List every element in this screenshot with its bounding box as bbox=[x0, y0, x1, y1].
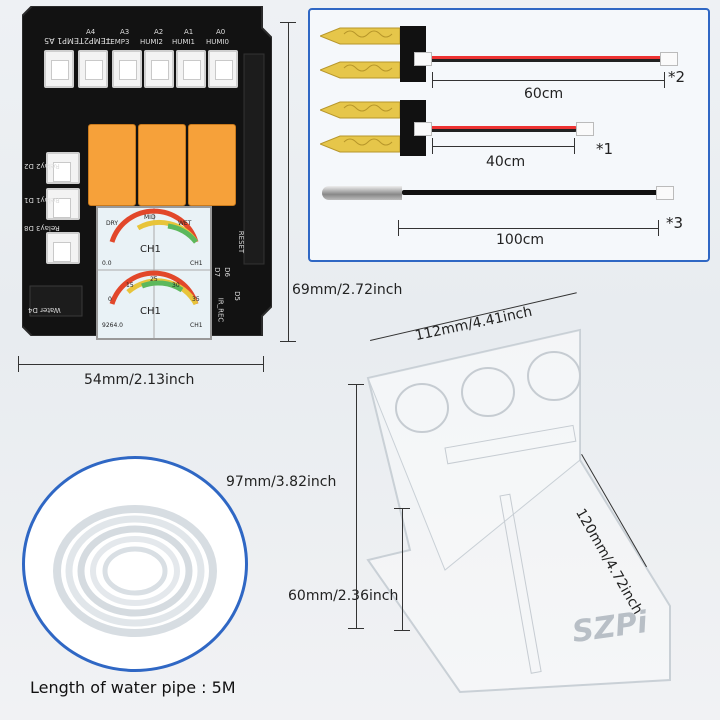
board-width-line bbox=[18, 364, 264, 365]
relay-connector bbox=[46, 188, 80, 220]
wire-plug bbox=[414, 52, 432, 66]
gauge2-tick: 15 bbox=[126, 282, 134, 289]
side-label: Relay2 D2 bbox=[24, 162, 60, 170]
sensor-panel: 60cm *2 40cm *1 100cm *3 bbox=[308, 8, 710, 262]
pin-label: IR_REC bbox=[216, 297, 225, 323]
wire-plug bbox=[660, 52, 678, 66]
reset-label: RESET bbox=[237, 230, 246, 254]
stand-height-line bbox=[356, 384, 357, 628]
sensor-connector bbox=[44, 50, 74, 88]
gauge1-left: DRY bbox=[106, 220, 119, 227]
pin-label: D5 bbox=[232, 291, 241, 301]
stand-lower-height-cap bbox=[394, 508, 410, 509]
cable-length-cap bbox=[398, 220, 399, 236]
temperature-probe-icon bbox=[322, 186, 402, 200]
relay-connector bbox=[46, 232, 80, 264]
gauge2-tick: 0 bbox=[108, 296, 112, 303]
stand-lower-height-label: 60mm/2.36inch bbox=[288, 588, 399, 604]
stand-height-label: 97mm/3.82inch bbox=[226, 474, 337, 490]
board-height-label: 69mm/2.72inch bbox=[292, 282, 403, 298]
cable-length-cap bbox=[432, 72, 433, 88]
board-height-line bbox=[288, 22, 289, 342]
gauge2-tick: 35 bbox=[192, 296, 200, 303]
sensor-connector bbox=[112, 50, 142, 88]
side-label: Relay3 D8 bbox=[24, 224, 60, 232]
gauge1-value: 0.0 bbox=[102, 260, 112, 267]
board-height-cap bbox=[280, 341, 296, 342]
gauge1-mid: MID bbox=[144, 214, 156, 221]
header-label: A0 bbox=[216, 28, 226, 36]
soil-probe-icon bbox=[320, 100, 426, 156]
relay-module bbox=[88, 124, 136, 206]
board-width-label: 54mm/2.13inch bbox=[84, 372, 195, 388]
board-width-cap bbox=[18, 356, 19, 372]
pipe-caption: Length of water pipe : 5M bbox=[30, 678, 236, 697]
header-label: A4 bbox=[86, 28, 96, 36]
side-label: Water D4 bbox=[28, 306, 61, 314]
header-label: A3 bbox=[120, 28, 130, 36]
gauge2-ch-small: CH1 bbox=[190, 322, 203, 329]
cable-length-cap bbox=[432, 138, 433, 154]
pin-label: D6 bbox=[222, 267, 231, 277]
relay-module bbox=[188, 124, 236, 206]
quantity-label: *2 bbox=[668, 68, 686, 86]
wire-red-black bbox=[428, 56, 668, 62]
sensor-connector bbox=[78, 50, 108, 88]
sensor-connector bbox=[176, 50, 206, 88]
gauge2-tick: 25 bbox=[150, 276, 158, 283]
cable-length-line bbox=[432, 146, 574, 147]
side-label: Relay1 D1 bbox=[24, 196, 60, 204]
relay-connector bbox=[46, 152, 80, 184]
water-pipe-photo bbox=[22, 456, 248, 672]
lcd-display: DRY MID WET CH1 0.0 CH1 0 15 25 30 35 CH… bbox=[96, 206, 212, 340]
gauge2-tick: 30 bbox=[172, 282, 180, 289]
gauge1-right: WET bbox=[178, 220, 192, 227]
arduino-shield-board: TEMP2TEMP1 A5 A4 A3 A2 A1 A0 TEMP3 HUMI2… bbox=[22, 6, 272, 340]
wire-plug bbox=[576, 122, 594, 136]
cable-length-label: 60cm bbox=[524, 86, 564, 102]
cable-length-line bbox=[432, 80, 664, 81]
gauge2-value: 9264.0 bbox=[102, 322, 123, 329]
pin-label: D7 bbox=[212, 267, 221, 277]
cable-length-label: 40cm bbox=[486, 154, 526, 170]
header-label: A2 bbox=[154, 28, 164, 36]
header-sub-label: HUMI1 bbox=[172, 38, 195, 46]
board-height-cap bbox=[280, 22, 296, 23]
wire-red-black bbox=[428, 126, 578, 132]
board-width-cap bbox=[263, 356, 264, 372]
quantity-label: *3 bbox=[666, 214, 684, 232]
cable-length-line bbox=[398, 228, 658, 229]
header-sub-label: HUMI0 bbox=[206, 38, 229, 46]
board-label-a5: TEMP2TEMP1 A5 bbox=[44, 36, 111, 45]
stand-height-cap bbox=[348, 628, 364, 629]
cable-length-cap bbox=[664, 72, 665, 88]
quantity-label: *1 bbox=[596, 140, 614, 158]
header-sub-label: TEMP3 bbox=[106, 38, 130, 46]
stand-height-cap bbox=[348, 384, 364, 385]
header-sub-label: HUMI2 bbox=[140, 38, 163, 46]
wire-plug bbox=[414, 122, 432, 136]
sensor-connector bbox=[208, 50, 238, 88]
cable-length-cap bbox=[658, 220, 659, 236]
stand-lower-height-line bbox=[402, 508, 403, 630]
stand-lower-height-cap bbox=[394, 630, 410, 631]
header-label: A1 bbox=[184, 28, 194, 36]
cable-length-label: 100cm bbox=[496, 232, 545, 248]
soil-probe-icon bbox=[320, 26, 426, 82]
relay-module bbox=[138, 124, 186, 206]
cable-length-cap bbox=[574, 138, 575, 154]
sensor-connector bbox=[144, 50, 174, 88]
gauge1-channel: CH1 bbox=[140, 244, 161, 255]
wire-plug bbox=[656, 186, 674, 200]
probe-cable bbox=[402, 190, 660, 195]
gauge1-ch-small: CH1 bbox=[190, 260, 203, 267]
gauge2-channel: CH1 bbox=[140, 306, 161, 317]
acrylic-stand: SZPi bbox=[350, 320, 695, 695]
